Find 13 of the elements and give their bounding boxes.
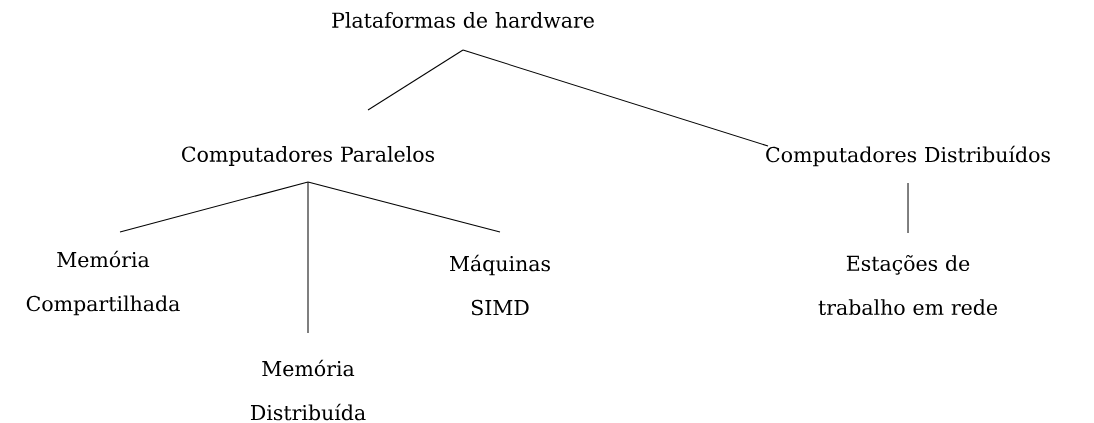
label-text: Memória Distribuída — [250, 359, 366, 421]
connector-line — [367, 49, 464, 111]
connector-line — [119, 181, 309, 233]
connector-line — [307, 181, 501, 233]
label-text: Estações de trabalho em rede — [818, 254, 998, 316]
label-text: Plataformas de hardware — [332, 12, 594, 28]
connector-line — [462, 49, 769, 147]
label-text: Computadores Distribuídos — [766, 145, 1050, 167]
label-text: Máquinas SIMD — [450, 254, 550, 316]
connector-line — [907, 182, 909, 234]
connector-line — [307, 181, 309, 334]
label-text: Memória Compartilhada — [26, 250, 180, 316]
label-text: Computadores Paralelos — [182, 146, 435, 166]
